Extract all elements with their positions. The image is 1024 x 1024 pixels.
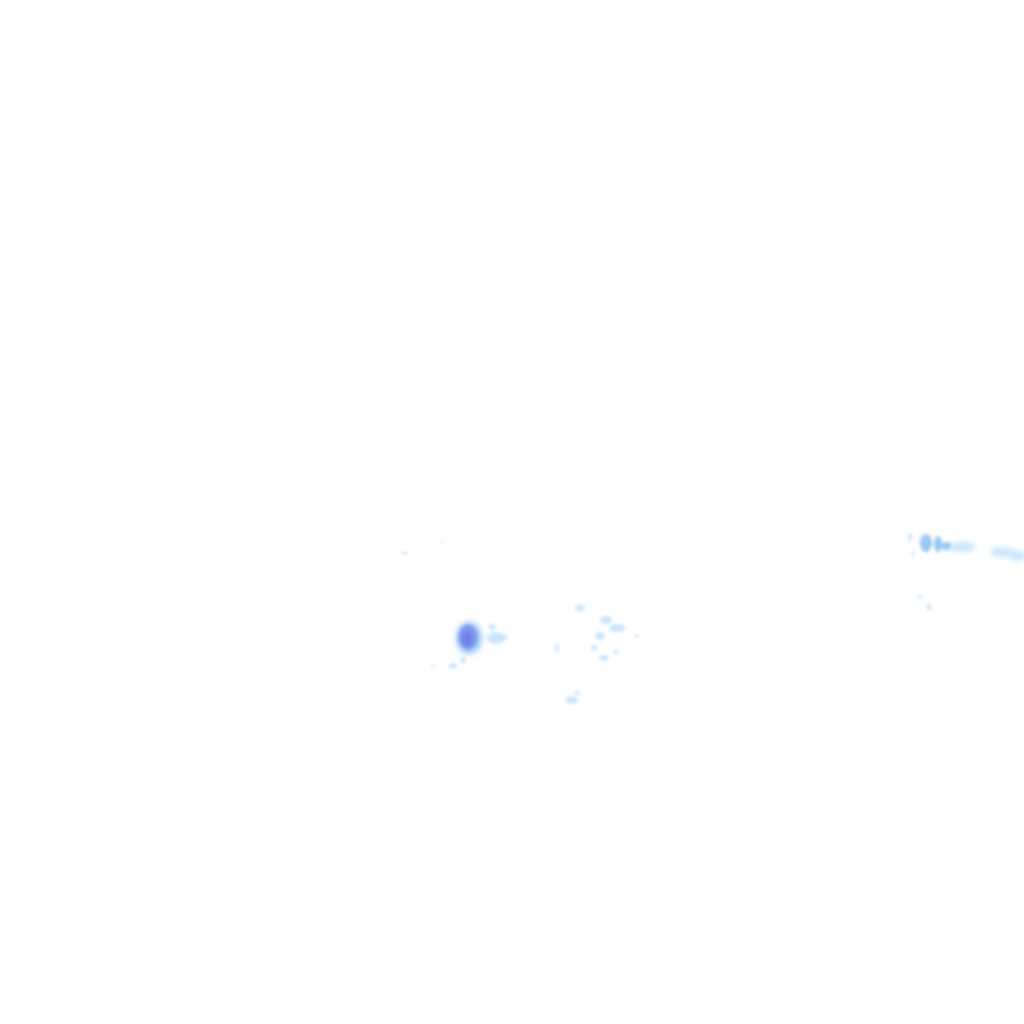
south-west-fragments <box>431 657 466 669</box>
central-heavy-cell <box>456 622 482 654</box>
central-cell-east-fringe <box>487 624 508 644</box>
east-trailing-fragments <box>908 533 931 611</box>
east-edge-band <box>920 534 1024 561</box>
west-tiny-specks <box>402 540 444 555</box>
middle-scattered-echoes <box>555 605 640 661</box>
south-small-echo <box>566 691 580 704</box>
